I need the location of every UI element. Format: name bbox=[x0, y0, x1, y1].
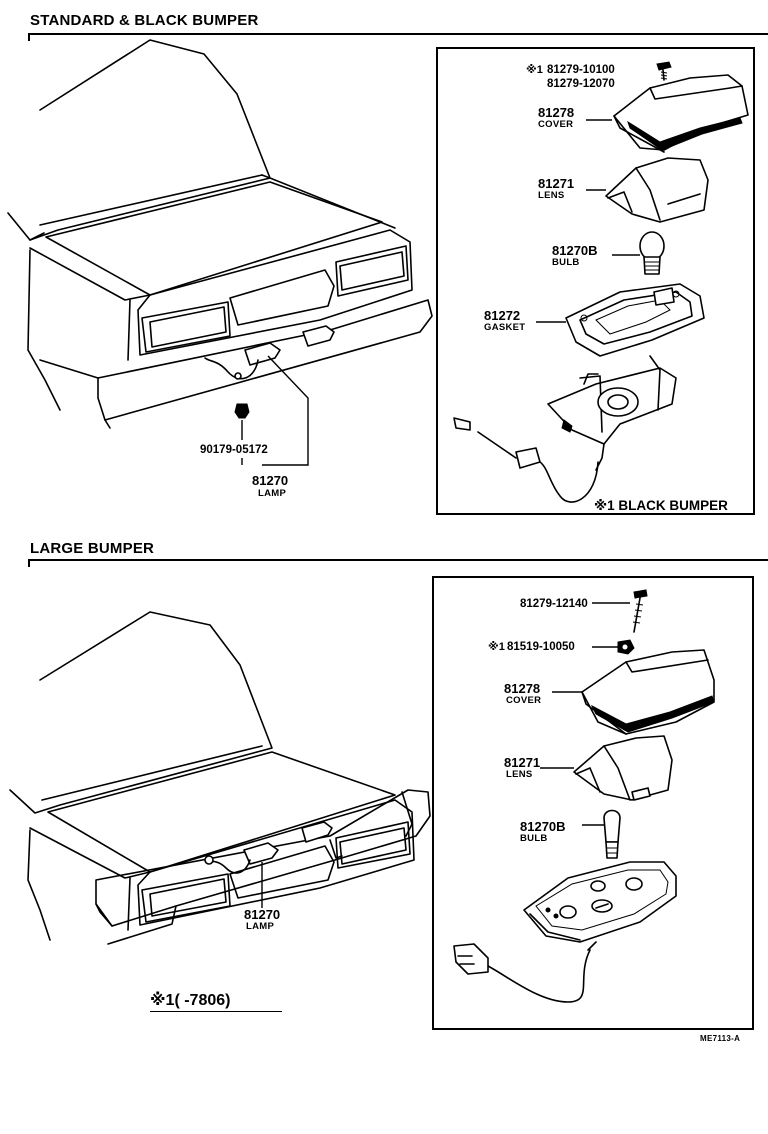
part-number-bulb-large: 81270B bbox=[520, 819, 566, 834]
note-black-bumper: ※1 BLACK BUMPER bbox=[594, 498, 728, 513]
part-name-bulb-large: BULB bbox=[520, 833, 548, 844]
section-title-large: LARGE BUMPER bbox=[30, 540, 155, 557]
part-number-screw-90179: 90179-05172 bbox=[200, 444, 268, 456]
part-name-lens-large: LENS bbox=[506, 769, 533, 780]
footnote-underline bbox=[150, 1011, 282, 1012]
part-name-lamp-large: LAMP bbox=[246, 921, 275, 932]
part-name-lamp: LAMP bbox=[258, 488, 287, 499]
part-number-lamp: 81270 bbox=[252, 473, 289, 488]
exploded-view-panel-standard bbox=[436, 47, 755, 515]
part-name-cover: COVER bbox=[538, 119, 574, 130]
exploded-view-panel-large bbox=[432, 576, 754, 1030]
part-name-lens: LENS bbox=[538, 190, 565, 201]
footnote-production-range: ※1( -7806) bbox=[150, 992, 231, 1009]
mark-note-1-nut: ※1 bbox=[488, 641, 505, 653]
part-name-bulb: BULB bbox=[552, 257, 580, 268]
section-tick-large bbox=[28, 559, 30, 567]
part-number-cover-large: 81278 bbox=[504, 681, 541, 696]
section-title-standard: STANDARD & BLACK BUMPER bbox=[30, 12, 259, 29]
section-rule-standard bbox=[28, 33, 768, 35]
part-name-cover-large: COVER bbox=[506, 695, 542, 706]
part-number-screw-10100: 81279-10100 bbox=[547, 64, 615, 76]
section-tick-standard bbox=[28, 33, 30, 41]
mark-note-1-screw: ※1 bbox=[526, 64, 543, 76]
part-number-lens: 81271 bbox=[538, 176, 575, 191]
part-number-screw-12070: 81279-12070 bbox=[547, 78, 615, 90]
part-number-bulb: 81270B bbox=[552, 243, 598, 258]
part-number-lamp-large: 81270 bbox=[244, 907, 281, 922]
part-number-screw-12140: 81279-12140 bbox=[520, 598, 588, 610]
part-name-gasket: GASKET bbox=[484, 322, 526, 333]
illustration-code: ME7113-A bbox=[700, 1034, 741, 1043]
part-number-lens-large: 81271 bbox=[504, 755, 541, 770]
part-number-gasket: 81272 bbox=[484, 308, 521, 323]
part-number-nut-10050: 81519-10050 bbox=[507, 641, 575, 653]
part-number-cover: 81278 bbox=[538, 105, 575, 120]
section-rule-large bbox=[28, 559, 768, 561]
